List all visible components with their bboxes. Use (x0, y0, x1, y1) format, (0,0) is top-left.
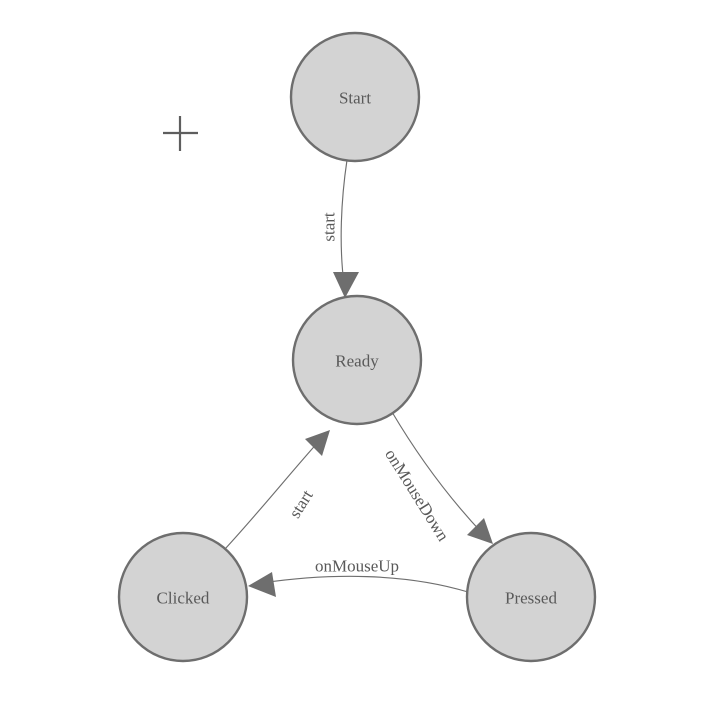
edge-label-pressed-to-clicked: onMouseUp (315, 557, 399, 576)
node-circle-pressed[interactable] (465, 531, 597, 663)
node-clicked[interactable]: Clicked (117, 531, 249, 663)
edge-clicked-to-ready[interactable] (224, 430, 330, 550)
node-label-ready: Ready (335, 352, 379, 371)
node-label-clicked: Clicked (157, 589, 210, 608)
edge-path-start-to-ready (340, 159, 348, 285)
arrowhead-pressed-to-clicked (248, 572, 276, 597)
edge-label-start-to-ready: start (320, 212, 339, 242)
edge-path-ready-to-pressed (391, 411, 484, 535)
node-ready[interactable]: Ready (291, 294, 423, 426)
edge-path-pressed-to-clicked (261, 575, 469, 593)
edge-ready-to-pressed[interactable] (391, 411, 493, 544)
edge-path-clicked-to-ready (224, 439, 321, 550)
edge-pressed-to-clicked[interactable] (248, 572, 469, 597)
edge-label-ready-to-pressed: onMouseDown (381, 446, 453, 545)
node-start[interactable]: Start (289, 31, 421, 163)
crosshair-icon (163, 116, 198, 151)
node-circle-clicked[interactable] (117, 531, 249, 663)
arrowhead-ready-to-pressed (467, 518, 493, 544)
node-circle-start[interactable] (289, 31, 421, 163)
edge-label-clicked-to-ready: start (285, 486, 317, 521)
node-label-pressed: Pressed (505, 589, 557, 608)
node-circle-ready[interactable] (291, 294, 423, 426)
node-pressed[interactable]: Pressed (465, 531, 597, 663)
arrowhead-clicked-to-ready (305, 430, 330, 456)
arrowhead-start-to-ready (333, 272, 359, 298)
edge-start-to-ready[interactable] (333, 159, 359, 298)
node-label-start: Start (339, 89, 371, 108)
